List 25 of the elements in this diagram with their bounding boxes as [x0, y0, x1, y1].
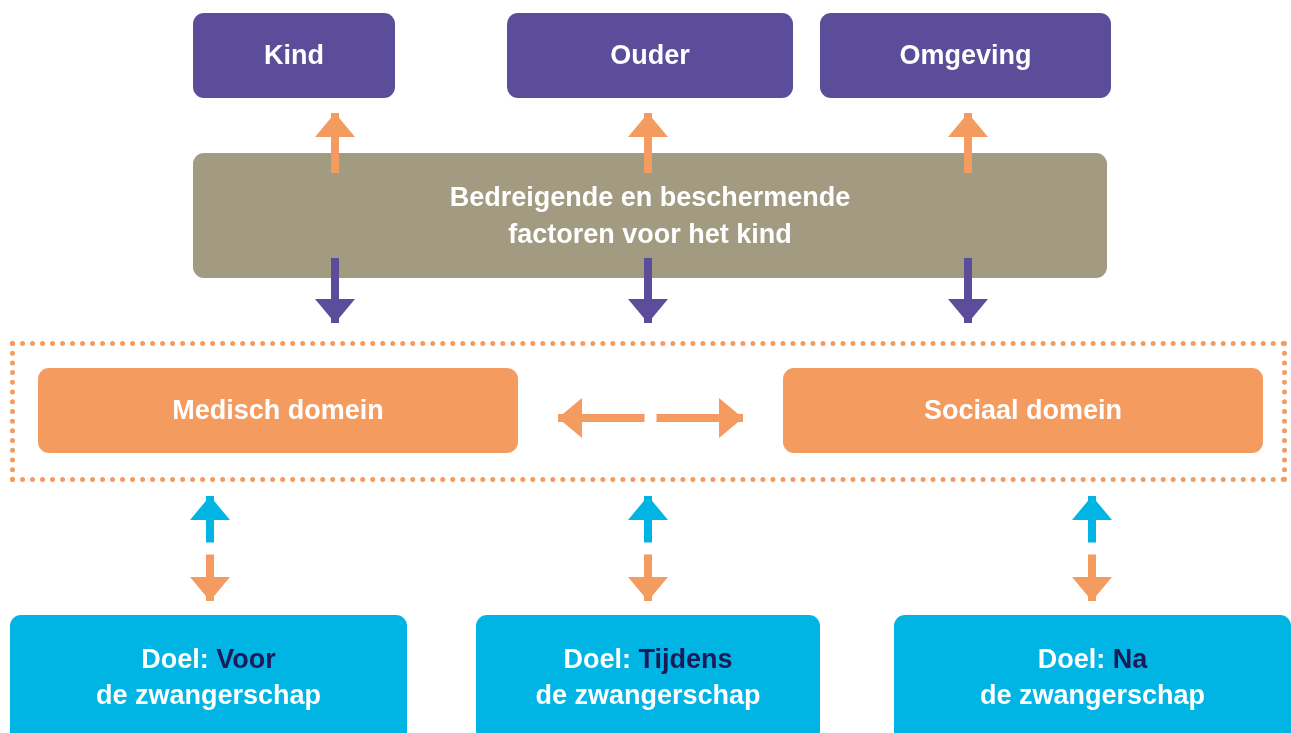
category-box: [193, 13, 395, 98]
goal-box: [894, 615, 1291, 733]
arrow: [315, 113, 355, 173]
factors-label: Bedreigende en beschermende factoren voor het kind: [448, 181, 852, 251]
goal-box: [476, 615, 820, 733]
category-label: Kind: [264, 39, 324, 73]
factors-box: [193, 153, 1107, 278]
domain-label: Medisch domein: [172, 394, 384, 428]
arrow: [628, 258, 668, 323]
goal-label: Doel: Voor de zwangerschap: [95, 643, 322, 713]
goal-label: Doel: Tijdens de zwangerschap: [535, 643, 761, 713]
category-box: [820, 13, 1111, 98]
domain-label: Sociaal domein: [923, 394, 1123, 428]
arrow: [315, 258, 355, 323]
category-box: [507, 13, 793, 98]
arrow: [948, 113, 988, 173]
domain-box: [38, 368, 518, 453]
domain-group-frame: [10, 341, 1287, 482]
category-label: Ouder: [610, 39, 690, 73]
arrow: [948, 258, 988, 323]
goal-label: Doel: Na de zwangerschap: [979, 643, 1206, 713]
domain-box: [783, 368, 1263, 453]
category-label: Omgeving: [899, 39, 1032, 73]
goal-box: [10, 615, 407, 733]
arrow: [628, 113, 668, 173]
